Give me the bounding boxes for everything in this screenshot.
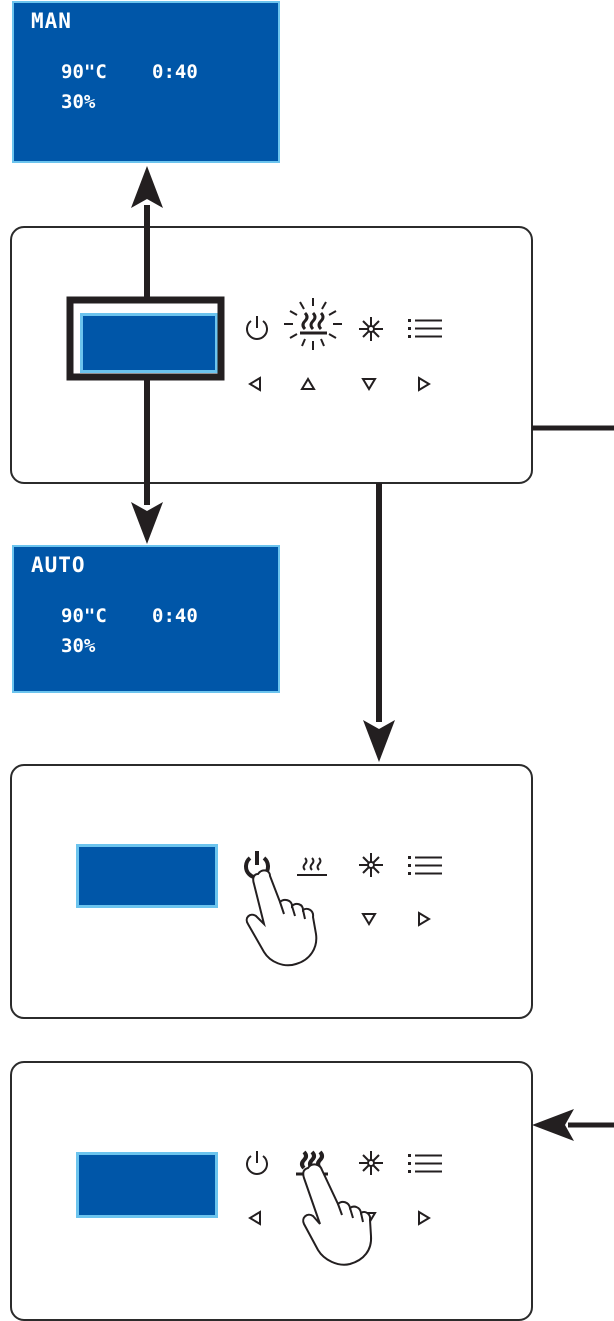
power-value: 30% — [61, 91, 96, 113]
panel-screen — [76, 844, 218, 908]
up-triangle-icon[interactable] — [300, 377, 316, 391]
light-icon[interactable] — [358, 852, 384, 878]
menu-icon[interactable] — [408, 855, 442, 877]
panel-screen — [76, 1152, 218, 1218]
menu-icon[interactable] — [408, 1153, 442, 1175]
time-value: 0:40 — [152, 605, 198, 627]
pointing-hand-icon — [302, 1163, 373, 1266]
heating-icon[interactable] — [278, 296, 348, 352]
display-auto: AUTO 90"C 0:40 30% — [12, 545, 280, 693]
arrow-up-head — [131, 166, 163, 208]
power-icon[interactable] — [243, 1148, 271, 1178]
down-triangle-icon[interactable] — [361, 912, 377, 926]
down-triangle-icon[interactable] — [361, 377, 377, 391]
right-triangle-icon[interactable] — [417, 376, 431, 392]
power-icon[interactable] — [243, 313, 271, 343]
left-triangle-icon[interactable] — [248, 1210, 262, 1226]
light-icon[interactable] — [358, 1150, 384, 1176]
power-value: 30% — [61, 635, 96, 657]
mode-label: AUTO — [31, 553, 86, 577]
right-triangle-icon[interactable] — [417, 911, 431, 927]
right-triangle-icon[interactable] — [417, 1210, 431, 1226]
left-triangle-icon[interactable] — [248, 376, 262, 392]
temperature-value: 90"C — [61, 605, 107, 627]
arrow-panel-down-head — [363, 720, 395, 762]
arrow-left-head — [532, 1109, 574, 1141]
panel-screen — [80, 313, 218, 373]
temperature-value: 90"C — [61, 61, 107, 83]
mode-label: MAN — [31, 9, 72, 33]
time-value: 0:40 — [152, 61, 198, 83]
menu-icon[interactable] — [408, 318, 442, 340]
arrow-down-head — [131, 502, 163, 544]
light-icon[interactable] — [358, 316, 384, 342]
heating-icon[interactable] — [296, 850, 328, 880]
pointing-hand-icon — [245, 869, 318, 967]
control-panel-1 — [10, 226, 533, 484]
selection-frame — [66, 296, 225, 381]
display-man: MAN 90"C 0:40 30% — [12, 1, 280, 163]
